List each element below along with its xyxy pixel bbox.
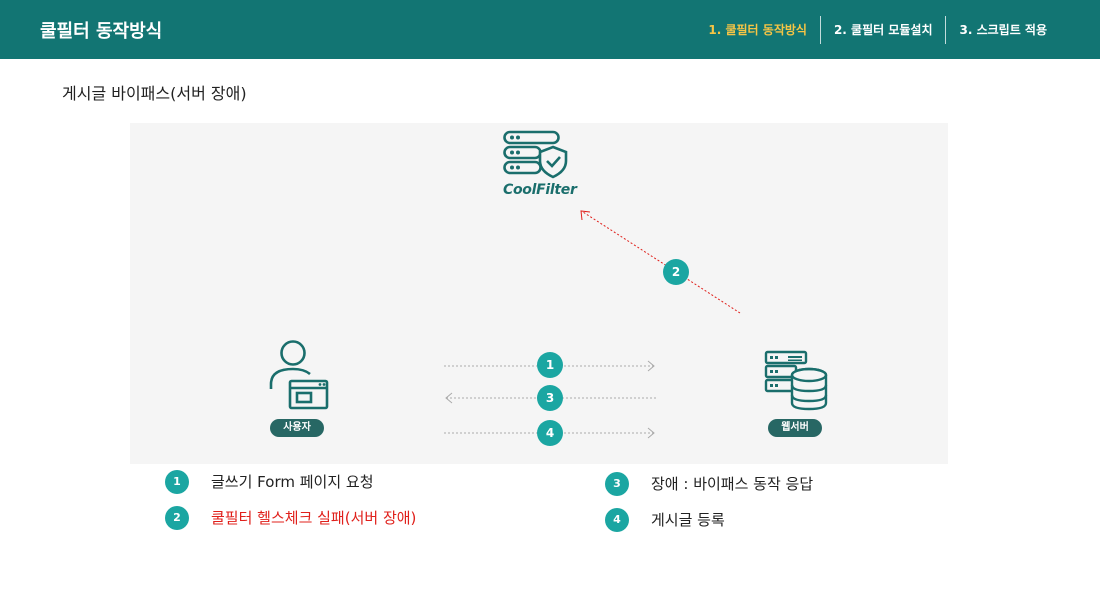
- arrow-post-head: [647, 427, 655, 439]
- step-badge-1: 1: [537, 352, 563, 378]
- legend-badge: 1: [165, 470, 189, 494]
- step-divider: [945, 16, 947, 44]
- legend-text: 게시글 등록: [651, 511, 725, 529]
- section-title: 게시글 바이패스(서버 장애): [62, 84, 247, 103]
- arrow-healthcheck-head: [580, 210, 591, 221]
- coolfilter-logo: CoolFilter: [500, 130, 577, 198]
- top-header: 쿨필터 동작방식 1. 쿨필터 동작방식 2. 쿨필터 모듈설치 3. 스크립트…: [0, 0, 1100, 59]
- step-nav: 1. 쿨필터 동작방식 2. 쿨필터 모듈설치 3. 스크립트 적용: [695, 16, 1060, 44]
- legend-text: 글쓰기 Form 페이지 요청: [211, 473, 374, 491]
- web-server-database-icon: [764, 350, 828, 411]
- coolfilter-server-shield-icon: [503, 130, 568, 179]
- flow-diagram: CoolFilter 사용자 웹서버: [130, 123, 948, 464]
- step-badge-4: 4: [537, 420, 563, 446]
- legend-text: 장애 : 바이패스 동작 응답: [651, 475, 814, 493]
- step-2-link[interactable]: 2. 쿨필터 모듈설치: [833, 23, 933, 37]
- coolfilter-logo-text: CoolFilter: [503, 182, 577, 198]
- arrow-healthcheck-line: [582, 211, 741, 314]
- step-badge-2: 2: [663, 259, 689, 285]
- arrow-request-head: [647, 360, 655, 372]
- legend-text-error: 쿨필터 헬스체크 실패(서버 장애): [211, 509, 417, 527]
- legend-badge: 2: [165, 506, 189, 530]
- user-label-pill: 사용자: [270, 419, 324, 437]
- legend-badge: 3: [605, 472, 629, 496]
- user-browser-icon: [269, 340, 329, 410]
- step-3-link[interactable]: 3. 스크립트 적용: [959, 23, 1047, 37]
- web-server-label-pill: 웹서버: [768, 419, 822, 437]
- step-badge-3: 3: [537, 385, 563, 411]
- step-divider: [819, 16, 821, 44]
- arrow-response-head: [445, 392, 453, 404]
- page-title: 쿨필터 동작방식: [40, 21, 163, 42]
- legend-badge: 4: [605, 508, 629, 532]
- step-1-link[interactable]: 1. 쿨필터 동작방식: [708, 23, 807, 37]
